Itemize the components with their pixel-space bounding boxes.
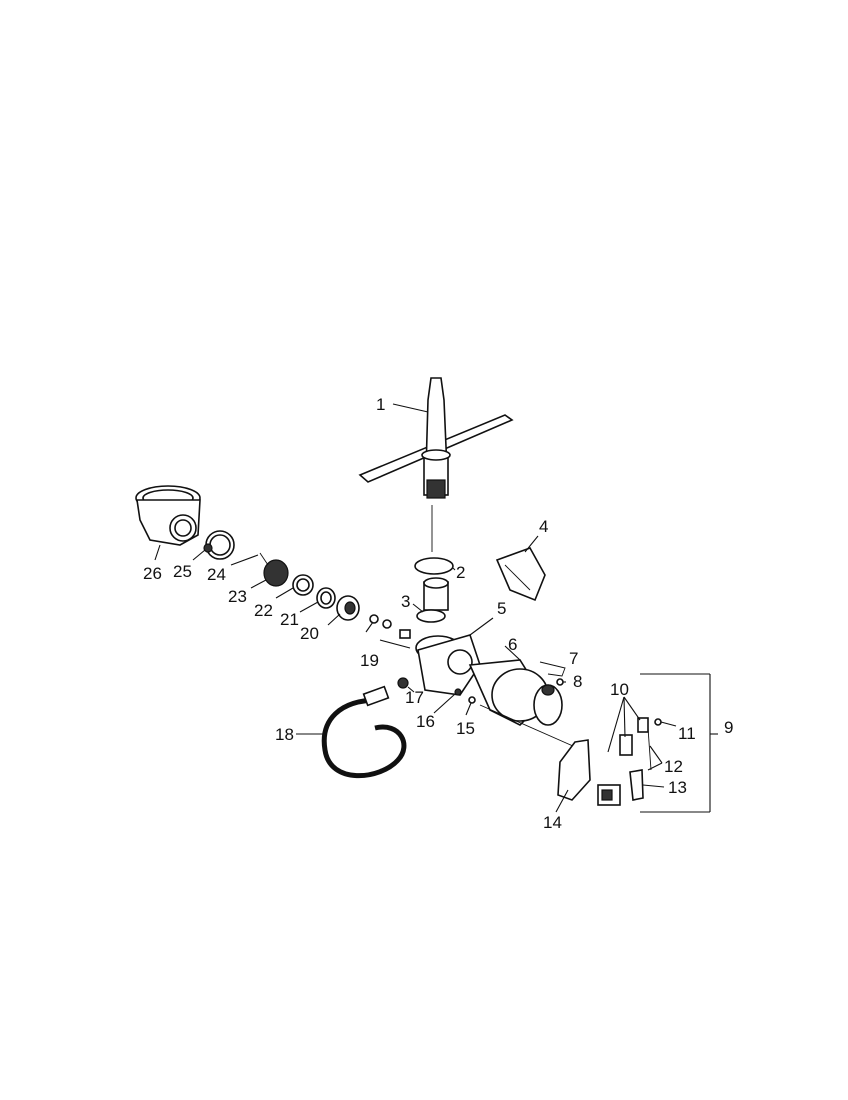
callout-5: 5 xyxy=(497,599,506,618)
leader-12a xyxy=(649,745,663,764)
pump-fasteners xyxy=(369,614,411,639)
leader-21 xyxy=(299,601,319,613)
callout-9: 9 xyxy=(724,718,733,737)
callout-11: 11 xyxy=(678,724,696,743)
hose-clamp xyxy=(203,530,235,560)
leader-16 xyxy=(433,693,456,714)
drain-hose xyxy=(321,685,407,779)
wire-clip xyxy=(539,661,566,677)
leader-26 xyxy=(154,544,161,561)
callout-21: 21 xyxy=(280,610,299,629)
callout-26: 26 xyxy=(143,564,162,583)
o-ring-seal xyxy=(414,505,454,575)
callout-14: 14 xyxy=(543,813,562,832)
pump-and-motor-assembly xyxy=(415,634,563,726)
leader-19b xyxy=(379,639,411,649)
callout-17: 17 xyxy=(405,688,424,707)
leader-10c xyxy=(607,696,625,753)
small-fasteners xyxy=(454,688,476,704)
leader-13 xyxy=(642,784,665,788)
callout-10: 10 xyxy=(610,680,629,699)
leader-2 xyxy=(452,567,456,571)
callout-15: 15 xyxy=(456,719,475,738)
callout-6: 6 xyxy=(508,635,517,654)
motor-bracket-cover xyxy=(495,547,546,602)
callout-22: 22 xyxy=(254,601,273,620)
chopper-blade-filter xyxy=(259,552,289,587)
callout-25: 25 xyxy=(173,562,192,581)
pump-screw xyxy=(397,677,409,689)
coupling-sleeve xyxy=(416,577,449,623)
leader-19a xyxy=(365,621,374,633)
leader-10a xyxy=(623,696,641,721)
callout-16: 16 xyxy=(416,712,435,731)
solenoid-kit-bracket xyxy=(640,673,718,813)
leader-10b xyxy=(623,696,626,738)
callout-8: 8 xyxy=(573,672,582,691)
leader-11 xyxy=(660,721,677,727)
leader-6 xyxy=(504,645,521,661)
sump-housing xyxy=(135,485,201,546)
leader-5 xyxy=(469,617,494,636)
leader-23 xyxy=(250,579,267,589)
callout-1: 1 xyxy=(376,395,385,414)
callout-2: 2 xyxy=(456,563,465,582)
leader-1 xyxy=(392,403,429,413)
callout-7: 7 xyxy=(569,649,578,668)
solenoid-mounting-bracket xyxy=(479,704,621,806)
impeller-seal xyxy=(316,587,336,609)
leader-24 xyxy=(230,554,259,566)
spray-arm-assembly xyxy=(358,377,514,499)
callout-20: 20 xyxy=(300,624,319,643)
leader-3 xyxy=(412,603,424,613)
impeller xyxy=(336,595,360,621)
leader-22 xyxy=(275,587,294,599)
solenoid-kit-parts xyxy=(619,717,662,801)
leader-12b xyxy=(647,762,663,771)
callout-18: 18 xyxy=(275,725,294,744)
leader-14 xyxy=(555,789,569,813)
callout-24: 24 xyxy=(207,565,226,584)
motor-screw xyxy=(556,678,564,686)
leader-17 xyxy=(407,686,415,693)
callout-12: 12 xyxy=(664,757,683,776)
leader-4 xyxy=(524,535,539,553)
callout-3: 3 xyxy=(401,592,410,611)
callout-19: 19 xyxy=(360,651,379,670)
leader-25 xyxy=(192,549,206,561)
leader-15 xyxy=(465,702,472,716)
leader-20 xyxy=(327,613,341,626)
callout-23: 23 xyxy=(228,587,247,606)
callout-4: 4 xyxy=(539,517,548,536)
gasket-ring xyxy=(292,574,314,596)
callout-13: 13 xyxy=(668,778,687,797)
